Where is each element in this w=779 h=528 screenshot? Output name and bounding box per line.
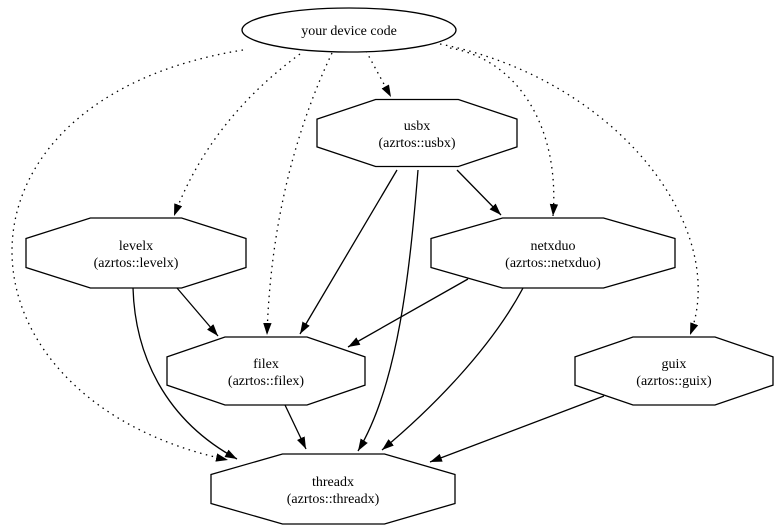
node-label: guix	[662, 357, 687, 372]
edge-device-to-threadx	[11, 49, 244, 462]
edge-levelx-to-filex	[176, 287, 219, 337]
node-netxduo: netxduo (azrtos::netxduo)	[430, 217, 676, 289]
edge-usbx-to-threadx	[357, 169, 419, 452]
edges	[11, 43, 699, 463]
node-guix: guix (azrtos::guix)	[574, 336, 774, 406]
edge-device-to-guix	[439, 43, 699, 336]
node-usbx: usbx (azrtos::usbx)	[316, 98, 518, 168]
edge-usbx-to-filex	[299, 169, 398, 335]
node-label: levelx	[119, 239, 153, 254]
node-label: your device code	[301, 24, 397, 39]
octagon-shape	[166, 336, 366, 406]
octagon-shape	[316, 98, 518, 168]
octagon-shape	[574, 336, 774, 406]
octagon-shape	[25, 217, 247, 289]
octagon-shape	[210, 453, 456, 525]
ellipse-shape	[241, 7, 457, 53]
node-your-device-code: your device code	[241, 7, 457, 53]
edge-levelx-to-threadx	[132, 287, 238, 460]
node-sublabel: (azrtos::threadx)	[287, 492, 380, 507]
edge-guix-to-threadx	[429, 395, 605, 463]
node-label: threadx	[312, 475, 354, 490]
node-filex: filex (azrtos::filex)	[166, 336, 366, 406]
node-sublabel: (azrtos::filex)	[228, 374, 305, 389]
node-threadx: threadx (azrtos::threadx)	[210, 453, 456, 525]
edge-netxduo-to-threadx	[381, 287, 524, 451]
octagon-shape	[430, 217, 676, 289]
node-label: filex	[253, 357, 279, 372]
edge-device-to-levelx	[173, 53, 301, 217]
node-sublabel: (azrtos::guix)	[636, 374, 712, 389]
node-label: usbx	[404, 119, 430, 134]
edge-filex-to-threadx	[284, 404, 307, 450]
node-sublabel: (azrtos::usbx)	[379, 136, 456, 151]
node-sublabel: (azrtos::levelx)	[94, 256, 179, 271]
edge-netxduo-to-filex	[347, 278, 469, 348]
node-sublabel: (azrtos::netxduo)	[505, 256, 601, 271]
edge-usbx-to-netxduo	[456, 169, 502, 216]
edge-device-to-usbx	[365, 50, 392, 98]
node-levelx: levelx (azrtos::levelx)	[25, 217, 247, 289]
edge-device-to-filex	[263, 52, 333, 336]
node-label: netxduo	[530, 239, 575, 254]
